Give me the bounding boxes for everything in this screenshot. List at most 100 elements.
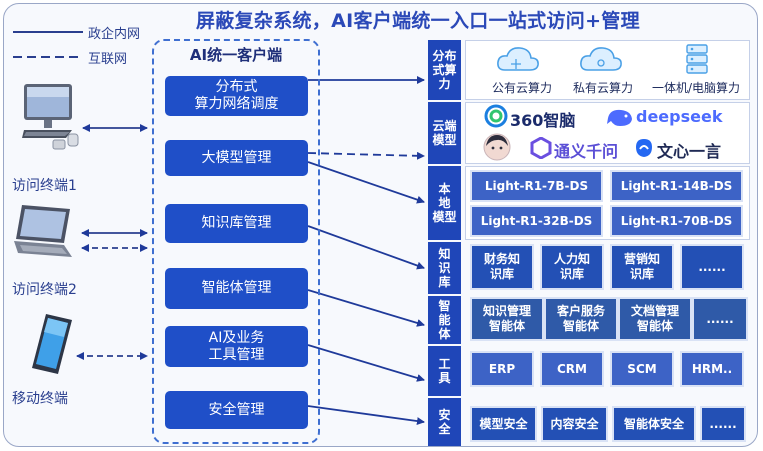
- category-line: 模型: [432, 210, 457, 224]
- module-agent-management[interactable]: 智能体管理: [165, 268, 308, 309]
- category-line: 识: [438, 261, 451, 275]
- laptop-icon: [14, 205, 72, 257]
- local-model-chip[interactable]: Light-R1-14B-DS: [610, 170, 743, 202]
- category-knowledge: 知识库: [428, 242, 461, 294]
- agent-item[interactable]: 知识管理智能体: [470, 297, 544, 341]
- deepseek-whale-icon: [606, 106, 634, 128]
- legend-intranet-label: 政企内网: [88, 27, 141, 42]
- terminal-3[interactable]: 移动终端: [12, 312, 76, 407]
- tongyi-logo-icon: [530, 136, 552, 160]
- category-line: 式算: [432, 63, 457, 77]
- chip-line: 文档管理: [630, 304, 679, 318]
- compute-label: 公有云算力: [491, 81, 552, 95]
- category-line: 地: [438, 196, 451, 210]
- terminal-2[interactable]: 访问终端2: [12, 203, 77, 298]
- category-agent: 智能体: [428, 296, 461, 344]
- cloud-icon: [497, 47, 539, 71]
- knowledge-item[interactable]: 营销知识库: [610, 244, 674, 290]
- model-wenxin[interactable]: 文心一言: [657, 142, 722, 161]
- module-line: 大模型管理: [201, 149, 272, 166]
- local-model-chip[interactable]: Light-R1-70B-DS: [610, 205, 743, 237]
- module-line: 分布式: [215, 79, 258, 95]
- compute-appliance[interactable]: 一体机/电脑算力: [648, 44, 748, 96]
- arrow-local-model: [307, 161, 425, 204]
- security-content[interactable]: 内容安全: [541, 406, 608, 442]
- model-deepseek[interactable]: deepseek: [636, 107, 723, 126]
- chip-line: 客户服务: [556, 304, 605, 318]
- module-line: 知识库管理: [201, 215, 272, 231]
- compute-public-cloud[interactable]: 公有云算力: [487, 44, 557, 96]
- category-compute: 分布式算力: [428, 40, 461, 100]
- chip-line: 人力知: [553, 252, 590, 266]
- arrow-knowledge: [307, 225, 425, 270]
- compute-label: 私有云算力: [572, 81, 633, 95]
- ai-client-container: [152, 39, 320, 444]
- module-compute-scheduling[interactable]: 分布式算力网络调度: [165, 76, 308, 116]
- category-line: 全: [438, 422, 451, 436]
- category-line: 工: [438, 357, 451, 371]
- knowledge-item[interactable]: 财务知识库: [470, 244, 534, 290]
- module-knowledge-management[interactable]: 知识库管理: [165, 204, 308, 243]
- chip-line: 营销知: [623, 252, 660, 266]
- chip-line: 智能体: [636, 319, 673, 333]
- chip-line: 识库: [489, 267, 514, 281]
- 360-logo-icon: [484, 104, 508, 128]
- category-line: 安: [438, 408, 451, 422]
- ai-client-title: AI统一客户端: [189, 46, 283, 64]
- category-security: 安全: [428, 398, 461, 446]
- module-line: 智能体管理: [201, 280, 272, 296]
- arrow-tools: [307, 344, 425, 382]
- module-tool-management[interactable]: AI及业务工具管理: [165, 326, 308, 367]
- category-local-model: 本地模型: [428, 166, 461, 240]
- chip-line: 识库: [629, 267, 654, 281]
- terminal-1-label: 访问终端1: [12, 178, 77, 194]
- desktop-computer-icon: [22, 84, 79, 150]
- local-model-chip[interactable]: Light-R1-7B-DS: [470, 170, 603, 202]
- agent-item[interactable]: 文档管理智能体: [618, 297, 692, 341]
- security-agent[interactable]: 智能体安全: [612, 406, 696, 442]
- terminal-3-label: 移动终端: [12, 391, 68, 407]
- agent-item-more[interactable]: ......: [692, 297, 748, 341]
- category-line: 库: [438, 275, 451, 289]
- arrow-security: [307, 405, 425, 426]
- category-cloud-model: 云端模型: [428, 102, 461, 164]
- chip-line: ......: [706, 311, 734, 326]
- security-more[interactable]: ......: [700, 406, 746, 442]
- chip-line: 智能体: [562, 319, 599, 333]
- module-model-management[interactable]: 大模型管理: [165, 140, 308, 176]
- model-360[interactable]: 360智脑: [510, 111, 576, 130]
- category-line: 具: [438, 371, 451, 385]
- security-model[interactable]: 模型安全: [470, 406, 537, 442]
- cloud-model-panel: [465, 102, 750, 164]
- cloud-icon: [580, 47, 622, 71]
- module-line: AI及业务: [208, 329, 265, 346]
- module-security-management[interactable]: 安全管理: [165, 391, 308, 429]
- knowledge-item[interactable]: 人力知识库: [540, 244, 604, 290]
- model-tongyi[interactable]: 通义千问: [554, 142, 619, 161]
- category-line: 分布: [432, 49, 457, 63]
- tool-hrm[interactable]: HRM..: [680, 351, 744, 387]
- category-line: 体: [438, 327, 451, 341]
- legend-internet-label: 互联网: [88, 52, 128, 67]
- agent-item[interactable]: 客户服务智能体: [544, 297, 618, 341]
- terminal-1[interactable]: 访问终端1: [12, 82, 80, 194]
- terminal-2-label: 访问终端2: [12, 282, 77, 298]
- category-line: 能: [438, 313, 451, 327]
- module-line: 算力网络调度: [194, 96, 279, 112]
- category-line: 知: [438, 247, 451, 261]
- local-model-chip[interactable]: Light-R1-32B-DS: [470, 205, 603, 237]
- compute-private-cloud[interactable]: 私有云算力: [566, 44, 636, 96]
- category-line: 云端: [432, 119, 457, 133]
- tool-scm[interactable]: SCM: [610, 351, 674, 387]
- chip-line: 智能体: [488, 319, 525, 333]
- arrow-cloud-model: [307, 151, 425, 160]
- tool-erp[interactable]: ERP: [470, 351, 534, 387]
- knowledge-item-more[interactable]: ......: [680, 244, 744, 290]
- chip-line: 财务知: [483, 252, 520, 266]
- module-line: 安全管理: [208, 401, 265, 418]
- category-line: 本: [438, 182, 451, 196]
- tool-crm[interactable]: CRM: [540, 351, 604, 387]
- chip-line: 识库: [559, 267, 584, 281]
